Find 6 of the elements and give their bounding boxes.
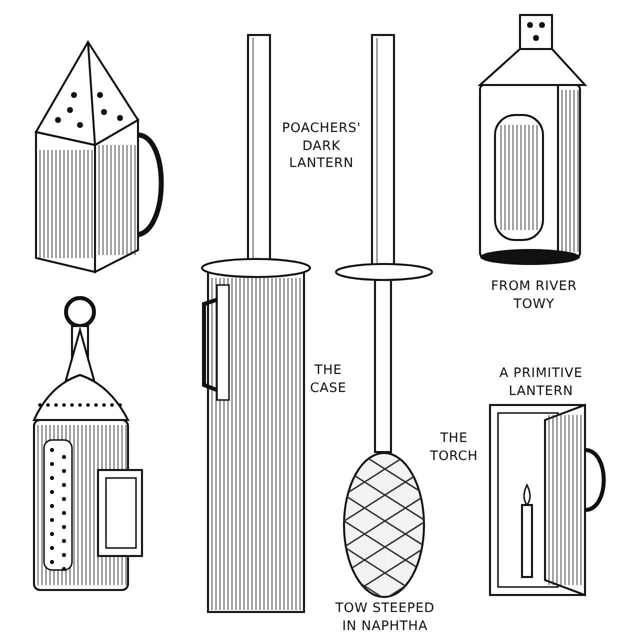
part-label: TOW STEEPED IN NAPHTHA xyxy=(334,600,436,635)
caption: FROM RIVER TOWY xyxy=(490,278,578,314)
part-label: THE CASE xyxy=(310,362,346,398)
caption: A PRIMITIVE LANTERN xyxy=(498,365,584,400)
title: POACHERS' DARK LANTERN xyxy=(282,120,361,173)
part-label: THE TORCH xyxy=(430,430,478,466)
